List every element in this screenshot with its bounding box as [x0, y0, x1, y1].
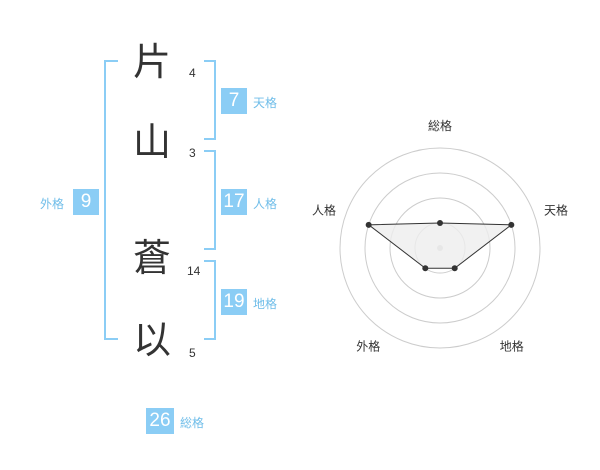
stroke-count-1: 4	[189, 66, 196, 80]
radar-ring	[364, 172, 516, 324]
radar-point-3	[451, 265, 458, 272]
name-char-2: 山	[132, 120, 171, 164]
radar-axis-label-4: 外格	[356, 339, 380, 354]
jinkaku-value-badge: 17	[221, 189, 247, 215]
jinkaku-bracket	[204, 150, 216, 250]
stroke-count-4: 5	[189, 346, 196, 360]
jinkaku-label: 人格	[253, 197, 278, 211]
radar-points	[365, 220, 515, 272]
soukaku-label: 総格	[180, 416, 205, 430]
radar-point-4	[422, 265, 429, 272]
chikaku-bracket	[204, 260, 216, 340]
radar-axis-label-1: 総格	[428, 118, 452, 133]
name-char-1: 片	[132, 40, 171, 84]
tenkaku-bracket	[204, 60, 216, 140]
radar-axis-label-3: 地格	[500, 339, 524, 354]
soukaku-value-badge: 26	[146, 408, 174, 434]
radar-point-1	[437, 220, 443, 226]
radar-polygon	[367, 222, 513, 269]
tenkaku-value-badge: 7	[221, 88, 247, 114]
radar-axis-label-2: 天格	[544, 202, 568, 217]
gaikaku-bracket	[104, 60, 118, 340]
stroke-count-2: 3	[189, 146, 196, 160]
chikaku-value-badge: 19	[221, 289, 247, 315]
radar-grid	[339, 147, 541, 349]
stroke-count-3: 14	[187, 264, 201, 278]
tenkaku-label: 天格	[253, 96, 278, 110]
radar-ring	[339, 147, 541, 349]
gaikaku-label: 外格	[40, 197, 65, 211]
name-char-4: 以	[132, 318, 171, 362]
radar-axis-label-5: 人格	[312, 202, 336, 217]
radar-point-2	[508, 221, 515, 228]
gaikaku-value-badge: 9	[73, 189, 99, 215]
radar-ring	[389, 197, 491, 299]
name-char-3: 蒼	[132, 236, 171, 280]
radar-point-5	[365, 221, 372, 228]
chikaku-label: 地格	[253, 297, 278, 311]
